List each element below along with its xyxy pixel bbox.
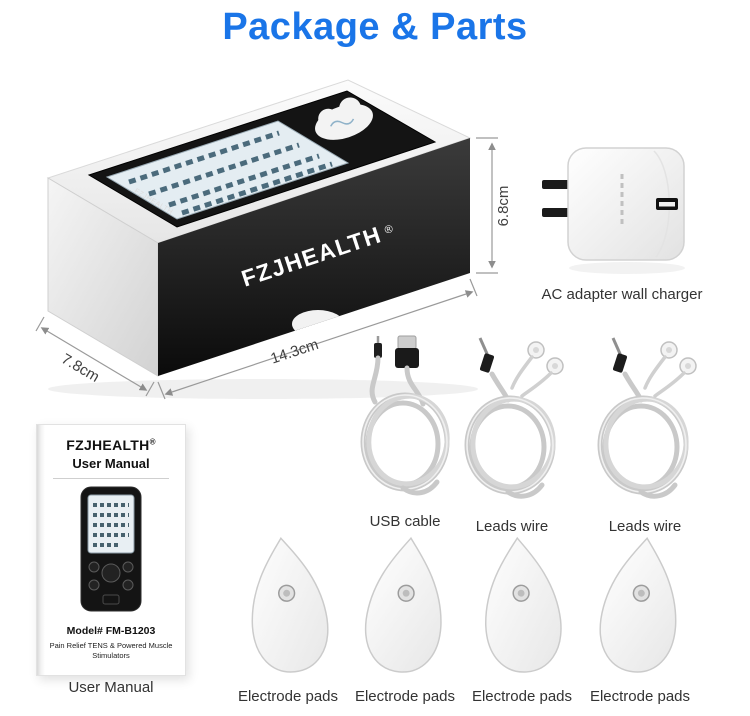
manual-cover-brand: FZJHEALTH® xyxy=(66,437,156,453)
electrode-pad-item: Electrode pads xyxy=(585,532,695,705)
box-depth-dimension: 7.8cm xyxy=(58,350,102,385)
ac-adapter-figure xyxy=(542,147,685,274)
lead-plug xyxy=(479,353,495,373)
box-cloud-graphic xyxy=(315,97,373,140)
manual-model-number: Model# FM-B1203 xyxy=(66,625,156,637)
leads-wire-item: Leads wire xyxy=(584,330,706,535)
box-brand-reg-mark: ® xyxy=(383,223,394,237)
electrode-pad-figure xyxy=(364,536,442,673)
adapter-prong xyxy=(542,180,572,189)
dc-plug xyxy=(374,343,382,358)
ac-adapter-label: AC adapter wall charger xyxy=(541,286,703,303)
electrode-pad-item: Electrode pads xyxy=(350,532,460,705)
leads-wire-label: Leads wire xyxy=(608,518,682,535)
electrode-pad-item: Electrode pads xyxy=(467,532,577,705)
ac-adapter-item: AC adapter wall charger xyxy=(532,138,712,303)
manual-reg-mark: ® xyxy=(149,437,156,447)
manual-divider xyxy=(53,478,169,479)
usb-cable-item: USB cable xyxy=(345,330,465,530)
electrode-pad-figure xyxy=(485,536,562,673)
page-title: Package & Parts xyxy=(222,6,528,48)
usb-cable-figure xyxy=(360,335,450,496)
user-manual-figure: FZJHEALTH® User Manual Model# FM-B1203 P… xyxy=(36,424,186,676)
leads-wire-item: Leads wire xyxy=(451,330,573,535)
electrode-pad-label: Electrode pads xyxy=(589,688,691,705)
adapter-body xyxy=(567,147,685,261)
leads-wire-figure xyxy=(597,337,697,499)
usb-connector-body xyxy=(395,348,419,368)
box-top-label-panel: FZJHEALTH xyxy=(87,90,437,228)
user-manual-item: FZJHEALTH® User Manual Model# FM-B1203 P… xyxy=(33,424,189,696)
manual-cover-title: User Manual xyxy=(72,456,150,471)
product-box-item: FZJHEALTH FZJHEALTH ® 6.8cm 14.3cm 7.8cm xyxy=(18,58,518,408)
product-box-figure: FZJHEALTH FZJHEALTH ® 6.8cm 14.3cm 7.8cm xyxy=(35,79,512,400)
leads-wire-label: Leads wire xyxy=(475,518,549,535)
electrode-pad-figure xyxy=(599,537,677,673)
lead-plug xyxy=(612,353,628,373)
electrode-pad-label: Electrode pads xyxy=(471,688,573,705)
electrode-pad-figure xyxy=(251,537,329,673)
lead-pin xyxy=(478,337,490,357)
electrode-pad-label: Electrode pads xyxy=(354,688,456,705)
electrode-pad-label: Electrode pads xyxy=(237,688,339,705)
box-width-dimension: 14.3cm xyxy=(269,336,321,368)
adapter-prong xyxy=(542,208,572,217)
box-height-dimension: 6.8cm xyxy=(495,186,512,227)
usb-connector-tip xyxy=(397,335,417,350)
box-dimension-lines xyxy=(35,137,498,400)
manual-device-illustration xyxy=(80,486,142,612)
box-lcd-screen xyxy=(105,120,350,220)
leads-wire-figure xyxy=(464,337,564,499)
lead-pin xyxy=(611,337,623,357)
device-play-button xyxy=(101,563,121,583)
electrode-pad-item: Electrode pads xyxy=(233,532,343,705)
user-manual-label: User Manual xyxy=(68,679,154,696)
usb-cable-label: USB cable xyxy=(369,513,441,530)
box-thumb-notch xyxy=(292,310,344,338)
manual-tagline: Pain Relief TENS & Powered Muscle Stimul… xyxy=(49,641,173,660)
